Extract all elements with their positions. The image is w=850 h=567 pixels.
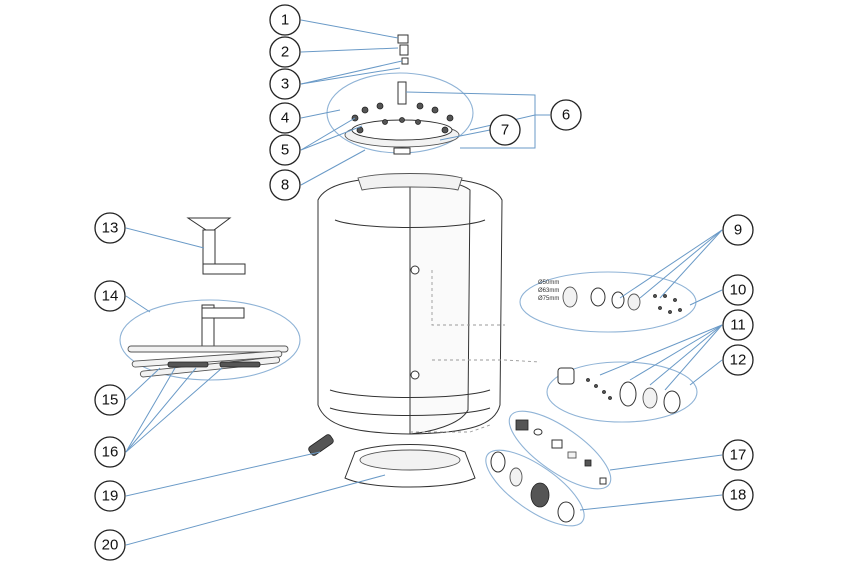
callout-1-text: 1 bbox=[281, 12, 289, 29]
callout-5: 5 bbox=[269, 134, 301, 166]
callout-4-text: 4 bbox=[281, 110, 289, 127]
callout-13-text: 13 bbox=[102, 220, 119, 237]
top-valve-parts bbox=[397, 34, 409, 65]
callout-11: 11 bbox=[722, 309, 754, 341]
callout-16-text: 16 bbox=[102, 444, 119, 461]
callout-6-text: 6 bbox=[562, 107, 570, 124]
callout-20: 20 bbox=[94, 529, 126, 561]
callout-7: 7 bbox=[489, 114, 521, 146]
callout-1: 1 bbox=[269, 4, 301, 36]
callout-17-text: 17 bbox=[730, 447, 747, 464]
callout-2: 2 bbox=[269, 36, 301, 68]
callout-11-text: 11 bbox=[730, 317, 746, 334]
callout-13: 13 bbox=[94, 212, 126, 244]
drain-cap-group bbox=[485, 449, 585, 527]
callout-18-text: 18 bbox=[730, 487, 747, 504]
size-label-1: Ø50mm bbox=[538, 280, 559, 286]
callout-8: 8 bbox=[269, 169, 301, 201]
callout-12-text: 12 bbox=[730, 352, 747, 369]
size-label-3: Ø75mm bbox=[538, 296, 559, 302]
size-label-2: Ø63mm bbox=[538, 288, 559, 294]
callout-19: 19 bbox=[94, 480, 126, 512]
callout-6: 6 bbox=[550, 99, 582, 131]
tank-base bbox=[308, 434, 476, 488]
callout-3-text: 3 bbox=[281, 76, 289, 93]
callout-4: 4 bbox=[269, 102, 301, 134]
callout-10-text: 10 bbox=[730, 282, 747, 299]
side-valve-group-upper: Ø50mm Ø63mm Ø75mm bbox=[519, 271, 697, 333]
callout-20-text: 20 bbox=[102, 537, 119, 554]
callout-15-text: 15 bbox=[102, 392, 119, 409]
filter-tank bbox=[317, 173, 541, 435]
lateral-assembly bbox=[119, 217, 301, 381]
callout-12: 12 bbox=[722, 344, 754, 376]
callout-9: 9 bbox=[722, 214, 754, 246]
callout-7-text: 7 bbox=[501, 122, 509, 139]
callout-15: 15 bbox=[94, 384, 126, 416]
callout-10: 10 bbox=[722, 274, 754, 306]
callout-5-text: 5 bbox=[281, 142, 289, 159]
drain-group bbox=[508, 410, 612, 490]
lid-group bbox=[326, 72, 474, 155]
callout-16: 16 bbox=[94, 436, 126, 468]
callout-19-text: 19 bbox=[102, 488, 119, 505]
callout-8-text: 8 bbox=[281, 177, 289, 194]
leader-lines bbox=[125, 19, 723, 546]
side-valve-group-lower bbox=[546, 361, 698, 423]
callout-2-text: 2 bbox=[281, 44, 289, 61]
callout-14: 14 bbox=[94, 280, 126, 312]
callout-18: 18 bbox=[722, 479, 754, 511]
callout-14-text: 14 bbox=[102, 288, 119, 305]
callout-9-text: 9 bbox=[734, 222, 742, 239]
callout-17: 17 bbox=[722, 439, 754, 471]
callout-3: 3 bbox=[269, 68, 301, 100]
